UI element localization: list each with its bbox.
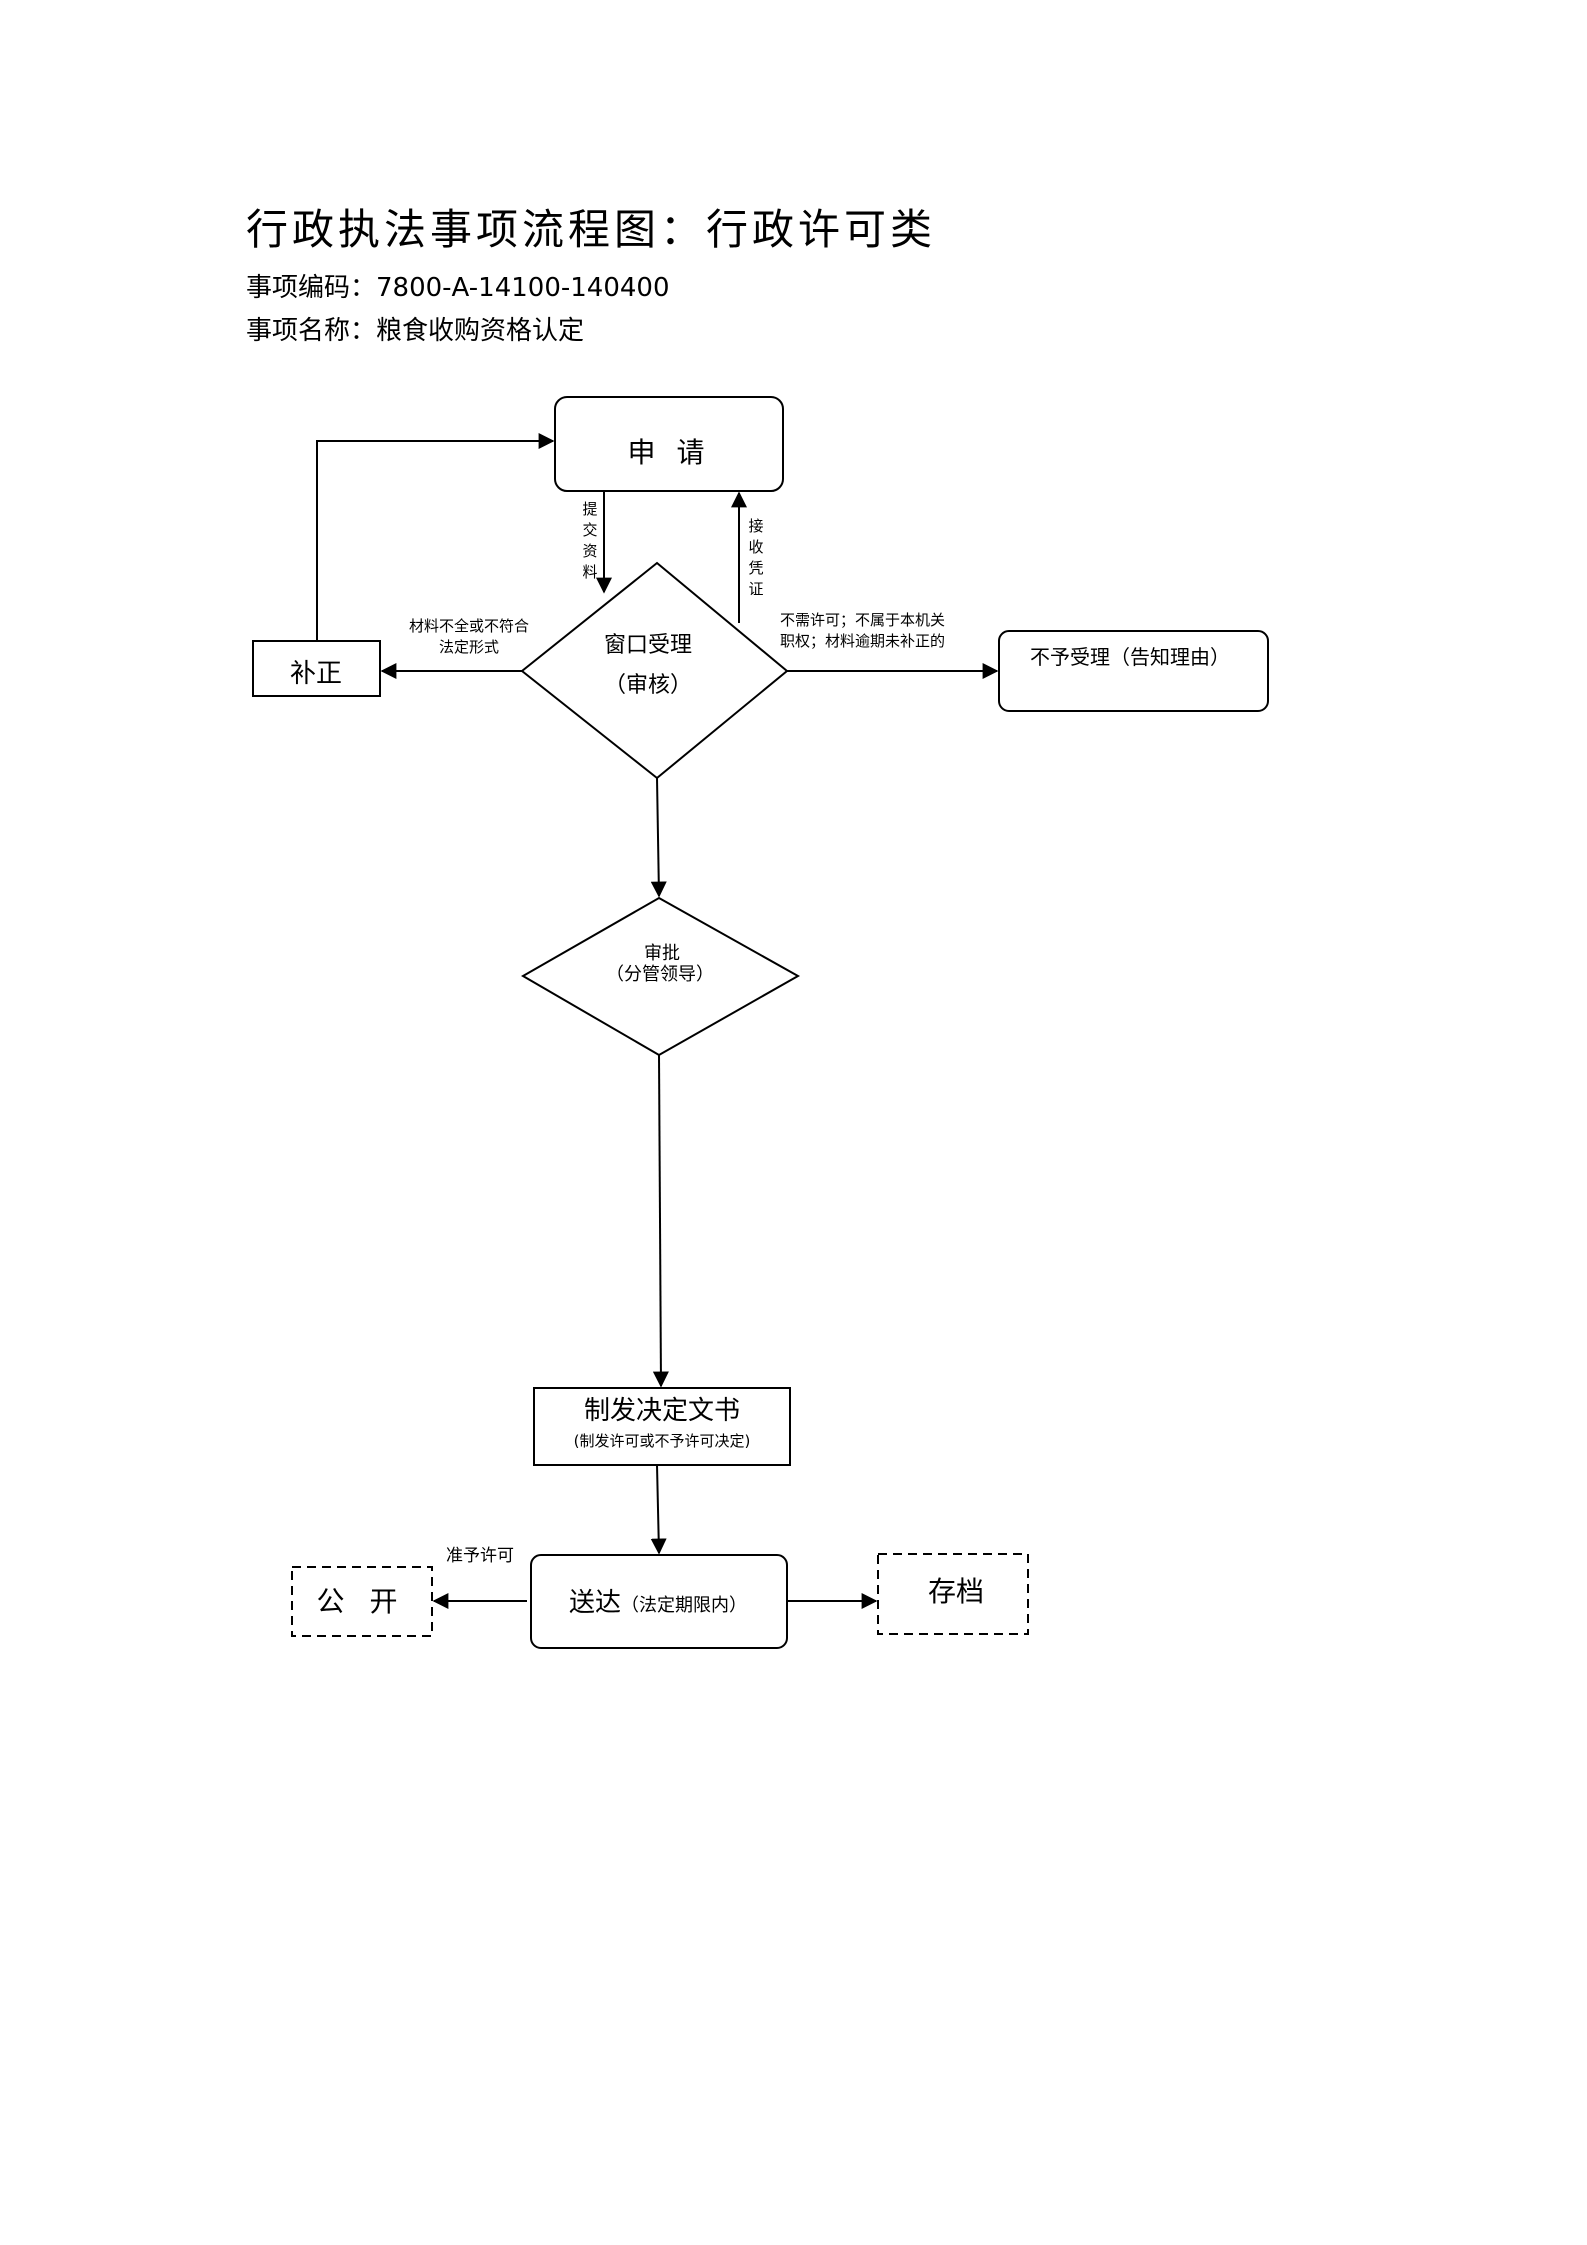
submit-char-3: 资	[582, 542, 597, 560]
public-label: 公 开	[317, 1585, 406, 1618]
correction-label: 补正	[290, 659, 342, 689]
item-name: 事项名称：粮食收购资格认定	[246, 316, 585, 346]
window-acceptance-diamond	[520, 561, 789, 780]
decision-sublabel: (制发许可或不予许可决定)	[574, 1432, 751, 1450]
delivery-main-label: 送达	[569, 1588, 621, 1618]
apply-box	[554, 396, 784, 492]
window-acceptance-sublabel: （审核）	[604, 673, 692, 698]
item-code: 事项编码：7800-A-14100-140400	[246, 273, 670, 303]
window-acceptance-label: 窗口受理	[604, 633, 692, 658]
edge-decision-to-delivery	[650, 1464, 667, 1555]
submit-char-4: 料	[582, 563, 597, 581]
edge-correction-to-apply	[316, 433, 555, 641]
grant-label: 准予许可	[446, 1546, 514, 1566]
decision-label: 制发决定文书	[584, 1396, 740, 1426]
archive-label: 存档	[928, 1575, 984, 1608]
apply-label: 申 请	[628, 436, 711, 469]
approval-label: 审批	[644, 943, 680, 964]
receipt-char-1: 接	[748, 517, 763, 535]
reject-label: 不予受理（告知理由）	[1030, 645, 1230, 669]
decision-box	[533, 1387, 791, 1466]
document-header: 行政执法事项流程图：行政许可类 事项编码：7800-A-14100-140400…	[246, 196, 936, 347]
no-permit-label-line2: 职权；材料逾期未补正的	[780, 632, 945, 650]
incomplete-label-line1: 材料不全或不符合	[409, 617, 529, 635]
edge-approval-to-decision	[652, 1054, 669, 1388]
reject-box	[998, 630, 1269, 712]
archive-box	[877, 1553, 1029, 1635]
submit-char-1: 提	[582, 500, 597, 518]
page-title: 行政执法事项流程图：行政许可类	[246, 205, 937, 254]
approval-sublabel: （分管领导）	[606, 964, 714, 985]
receipt-char-4: 证	[748, 580, 763, 598]
no-permit-label-line1: 不需许可；不属于本机关	[780, 611, 945, 629]
receipt-char-3: 凭	[748, 559, 763, 577]
public-box	[291, 1566, 433, 1637]
receipt-char-2: 收	[748, 538, 763, 556]
delivery-label: 送达（法定期限内）	[569, 1588, 747, 1618]
edge-window-to-approval	[650, 777, 667, 898]
delivery-sublabel: （法定期限内）	[621, 1595, 747, 1616]
submit-char-2: 交	[582, 521, 597, 539]
incomplete-label-line2: 法定形式	[439, 638, 499, 656]
